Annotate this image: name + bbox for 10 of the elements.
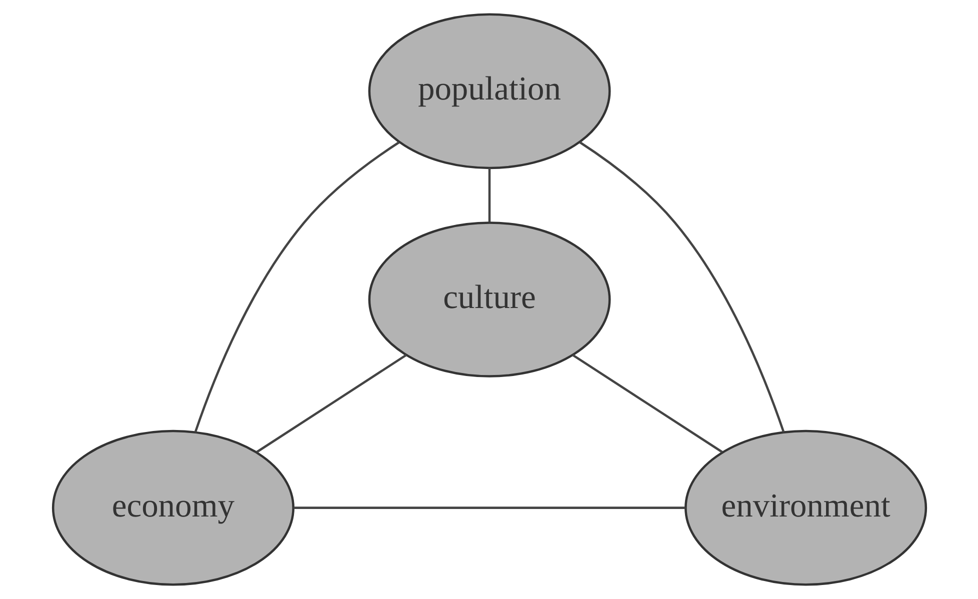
node-ellipse: population: [368, 13, 610, 170]
connector: [293, 506, 685, 509]
connector: [578, 141, 784, 433]
connector: [256, 354, 407, 453]
node-ellipse: economy: [51, 430, 294, 586]
node-ellipse: culture: [368, 222, 610, 378]
node-ellipse: environment: [684, 430, 927, 586]
connector: [194, 141, 400, 433]
connector: [488, 168, 490, 222]
connector: [571, 354, 722, 453]
